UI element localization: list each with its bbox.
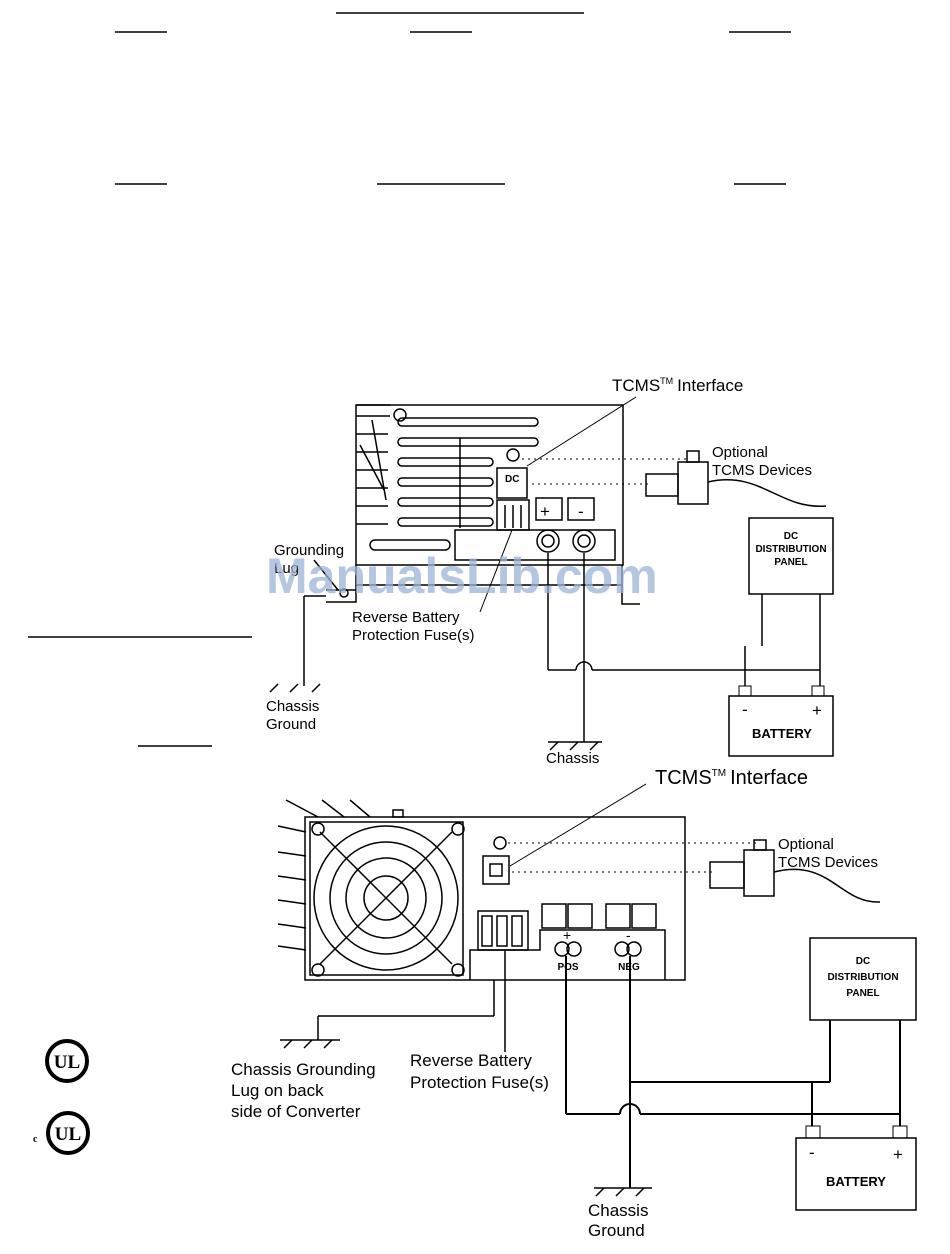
fuse-label-bottom-line1: Reverse Battery [410, 1051, 532, 1070]
svg-text:BATTERY: BATTERY [826, 1174, 886, 1189]
dc-distribution-panel-top: DC DISTRIBUTION PANEL [748, 517, 834, 595]
chassis-ground-label-bottom-line1: Chassis [588, 1201, 648, 1220]
battery-bottom: - + BATTERY [795, 1125, 917, 1211]
ul-listed-logo: UL [45, 1039, 89, 1083]
tcms-leader-bottom [509, 783, 647, 867]
grounding-label-top: Grounding [274, 542, 344, 559]
ground-wire-top [269, 559, 339, 693]
tcms-devices-label-bottom: TCMS Devices [778, 854, 878, 871]
optional-label-top: Optional [712, 444, 768, 461]
chassis-ground-label-top-line2: Ground [266, 716, 316, 733]
svg-text:DC: DC [784, 531, 798, 542]
pos-label-bottom: POS [557, 962, 578, 973]
header-rules [28, 12, 791, 747]
svg-text:PANEL: PANEL [774, 557, 807, 568]
svg-text:+: + [893, 1145, 903, 1164]
svg-text:UL: UL [54, 1052, 80, 1073]
dc-distribution-panel-bottom: DC DISTRIBUTION PANEL [809, 937, 917, 1021]
wiring-bottom [565, 956, 901, 1188]
battery-top: - + BATTERY [728, 685, 834, 757]
tcms-port-dc-label-top: DC [505, 474, 519, 485]
converter-unit-top [326, 404, 640, 605]
grounding-label-bottom-line2: Lug on back [231, 1081, 324, 1100]
grounding-label-bottom-line3: side of Converter [231, 1102, 361, 1121]
svg-text:c: c [33, 1134, 38, 1145]
fuse-leader-top [479, 529, 513, 613]
svg-text:PANEL: PANEL [846, 988, 879, 999]
optional-label-bottom: Optional [778, 836, 834, 853]
pos-sign-bottom: + [563, 927, 571, 943]
fuse-label-bottom-line2: Protection Fuse(s) [410, 1073, 549, 1092]
optional-tcms-device-top [645, 450, 827, 507]
svg-text:DC: DC [856, 956, 870, 967]
wiring-top [547, 553, 821, 742]
chassis-ground-symbol-bottom [594, 1187, 652, 1197]
grounding-label-bottom-line1: Chassis Grounding [231, 1060, 376, 1079]
terminal-minus-label-top: - [578, 502, 584, 521]
svg-text:-: - [742, 700, 748, 719]
svg-text:BATTERY: BATTERY [752, 726, 812, 741]
watermark: ManualsLib.com [266, 548, 658, 604]
lug-label-top: Lug [274, 560, 299, 577]
optional-tcms-device-bottom [709, 839, 881, 903]
svg-text:DISTRIBUTION: DISTRIBUTION [755, 544, 826, 555]
fuse-label-top-line2: Protection Fuse(s) [352, 627, 475, 644]
terminal-plus-label-top: + [540, 502, 550, 521]
tcms-devices-label-top: TCMS Devices [712, 462, 812, 479]
cul-listed-logo: c UL [33, 1111, 90, 1155]
chassis-ground-label-top-line1: Chassis [266, 698, 319, 715]
svg-text:UL: UL [55, 1124, 81, 1145]
chassis-symbol-top [548, 741, 602, 751]
svg-text:-: - [809, 1143, 815, 1162]
chassis-ground-label-bottom-line2: Ground [588, 1221, 645, 1240]
tcms-leader-top [526, 396, 637, 467]
converter-unit-bottom [277, 799, 686, 981]
svg-text:+: + [812, 701, 822, 720]
chassis-label-top: Chassis [546, 750, 599, 767]
svg-text:DISTRIBUTION: DISTRIBUTION [827, 972, 898, 983]
ground-wire-bottom [280, 950, 506, 1052]
fuse-label-top-line1: Reverse Battery [352, 609, 460, 626]
neg-sign-bottom: - [626, 927, 631, 943]
